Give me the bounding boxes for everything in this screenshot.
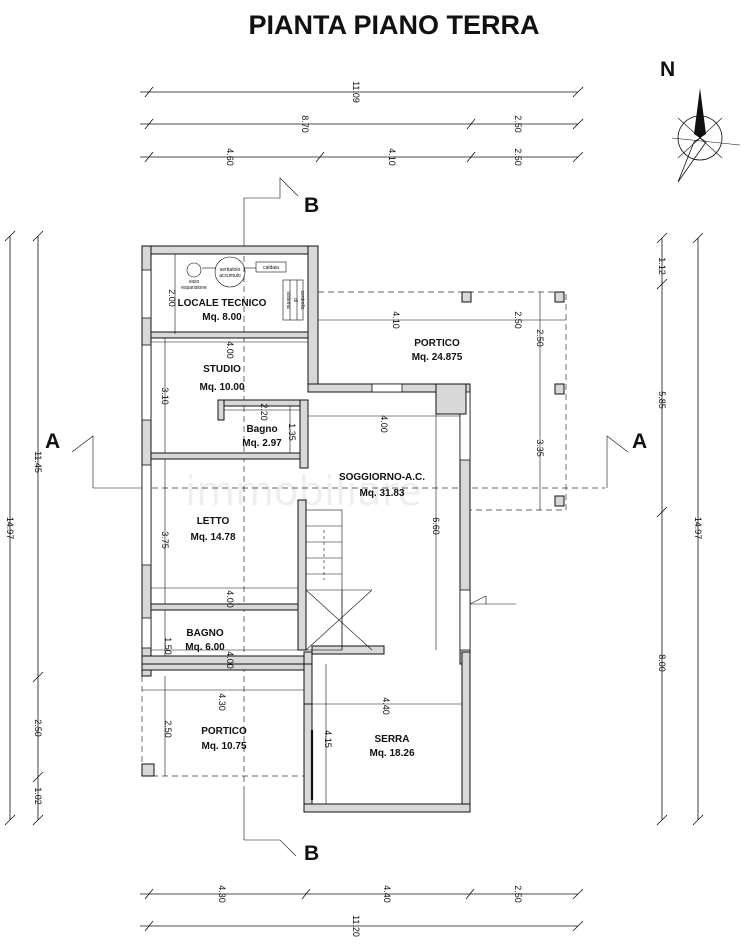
room-portico-east-name: PORTICO (414, 338, 460, 349)
staircase-icon (305, 509, 373, 651)
north-arrow-icon: N (660, 58, 741, 183)
room-locale-tecnico-area: Mq. 8.00 (202, 312, 242, 323)
interior-dimensions: 2.00 4.00 3.10 2.20 1.35 3.75 4.00 1.50 … (142, 254, 566, 804)
right-dimensions: 14.97 1.12 5.85 8.00 (656, 232, 704, 826)
dim-right-800: 8.00 (657, 654, 667, 672)
dim-left-1497: 14.97 (5, 517, 15, 540)
room-letto-area: Mq. 14.78 (190, 532, 235, 543)
dim-right-1497: 14.97 (693, 517, 703, 540)
dim-in-400s: 4.00 (379, 415, 389, 433)
room-serra-area: Mq. 18.26 (369, 748, 414, 759)
dim-right-585: 5.85 (657, 391, 667, 409)
room-locale-tecnico-name: LOCALE TECNICO (178, 298, 267, 309)
room-soggiorno-name: SOGGIORNO-A.C. (339, 472, 425, 483)
dim-in-400b: 4.00 (225, 590, 235, 608)
vaso-label-2: espansione (181, 285, 207, 291)
dim-in-335: 3.35 (535, 439, 545, 457)
plan-title: PIANTA PIANO TERRA (248, 10, 539, 40)
room-studio-name: STUDIO (203, 364, 241, 375)
quadro-label-2: di (292, 298, 298, 302)
room-portico-south-name: PORTICO (201, 726, 247, 737)
room-soggiorno-area: Mq. 31.83 (359, 488, 404, 499)
dim-left-102: 1.02 (33, 787, 43, 805)
doors (469, 595, 516, 605)
section-b-bottom: B (304, 842, 319, 865)
dim-bot-250: 2.50 (513, 885, 523, 903)
dim-left-250: 2.50 (33, 719, 43, 737)
dim-in-430: 4.30 (217, 693, 227, 711)
dim-in-400c: 4.00 (225, 651, 235, 669)
section-a-right: A (632, 430, 647, 453)
room-bagno-small-name: Bagno (246, 424, 277, 435)
portico-south (141, 663, 313, 777)
dim-bot-440: 4.40 (382, 885, 392, 903)
room-serra-name: SERRA (374, 734, 409, 745)
dim-in-250s: 2.50 (163, 720, 173, 738)
room-portico-south-area: Mq. 10.75 (201, 741, 246, 752)
dim-bot-430: 4.30 (217, 885, 227, 903)
left-dimensions: 14.97 11.45 2.50 1.02 (4, 230, 44, 826)
dim-right-112: 1.12 (657, 257, 667, 275)
dim-bot-total: 11.20 (351, 915, 361, 937)
dim-in-375: 3.75 (160, 531, 170, 549)
room-labels: LOCALE TECNICO Mq. 8.00 STUDIO Mq. 10.00… (178, 298, 463, 759)
dim-top-250a: 2.50 (513, 115, 523, 133)
room-portico-east-area: Mq. 24.875 (412, 352, 463, 363)
dim-in-150: 1.50 (163, 637, 173, 655)
dim-in-440: 4.40 (381, 697, 391, 715)
dim-in-410: 4.10 (391, 311, 401, 329)
exterior-walls (141, 245, 471, 813)
section-markers: A A B B (45, 177, 647, 865)
room-studio-area: Mq. 10.00 (199, 382, 244, 393)
dim-in-415: 4.15 (323, 730, 333, 748)
interior-walls (150, 331, 385, 655)
quadro-label-3: controllo (299, 291, 305, 310)
dim-in-250e: 2.50 (513, 311, 523, 329)
dim-in-250v: 2.50 (535, 329, 545, 347)
section-a-left: A (45, 430, 60, 453)
dim-in-400a: 4.00 (225, 341, 235, 359)
north-label: N (660, 58, 675, 81)
section-b-top: B (304, 194, 319, 217)
dim-left-1145: 11.45 (33, 451, 43, 473)
caldaia-label: caldaia (263, 265, 279, 271)
serbatoio-label-2: accumulo (219, 273, 241, 279)
boiler-equipment: vaso espansione serbatoio accumulo calda… (181, 256, 305, 321)
portico-east (318, 291, 567, 511)
room-bagno-name: BAGNO (186, 628, 223, 639)
dim-top-410: 4.10 (387, 148, 397, 166)
dim-in-310: 3.10 (160, 387, 170, 405)
dim-top-460: 4.60 (225, 148, 235, 166)
serbatoio-label-1: serbatoio (220, 267, 241, 273)
top-dimensions: 11.09 8.70 2.50 4.60 4.10 2.50 (140, 81, 584, 166)
quadro-label-1: sistema (285, 291, 291, 308)
dim-in-135: 1.35 (287, 423, 297, 441)
room-bagno-small-area: Mq. 2.97 (242, 438, 282, 449)
dim-in-200: 2.00 (167, 289, 177, 307)
vaso-label-1: vaso (189, 279, 200, 285)
windows (141, 269, 471, 800)
bottom-dimensions: 4.30 4.40 2.50 11.20 (140, 885, 584, 937)
dim-top-870: 8.70 (300, 115, 310, 133)
dim-in-660: 6.60 (431, 517, 441, 535)
dim-top-total: 11.09 (351, 81, 361, 103)
dim-in-220: 2.20 (259, 403, 269, 421)
room-bagno-area: Mq. 6.00 (185, 642, 225, 653)
dim-top-250b: 2.50 (513, 148, 523, 166)
room-letto-name: LETTO (197, 516, 230, 527)
